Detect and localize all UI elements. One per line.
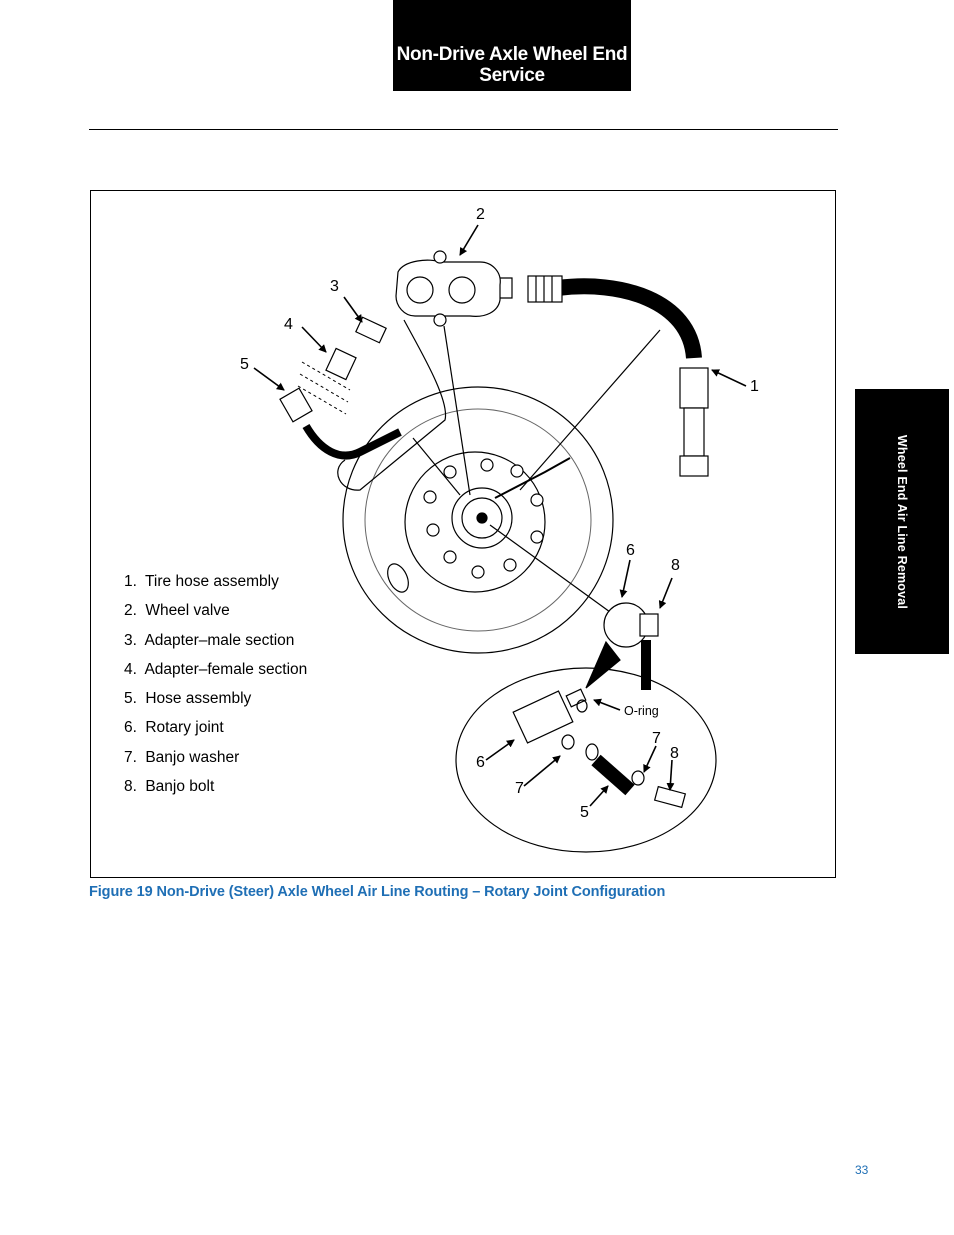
hand-hole [387,563,409,593]
detail-callout-8: 8 [670,745,679,762]
figure-caption: Figure 19 Non-Drive (Steer) Axle Wheel A… [89,884,666,900]
callout-4: 4 [284,316,293,333]
lug-nuts [423,458,544,579]
tire-hose [556,278,702,360]
legend-item: 8. Banjo bolt [124,778,215,796]
callout-5: 5 [240,356,249,373]
oring-label: O-ring [624,704,659,718]
legend-item: 2. Wheel valve [124,602,230,620]
figure-frame [90,190,836,878]
legend-item: 4. Adapter–female section [124,660,308,678]
hub [451,487,513,549]
callout-3: 3 [330,278,339,295]
callout-8: 8 [671,557,680,574]
section-header: Non-Drive Axle Wheel End Service [393,0,631,91]
adapter-female [325,347,357,381]
header-rule [89,129,838,130]
callout-2: 2 [476,206,485,223]
page-number: 33 [855,1163,869,1177]
section-title-line1: Non-Drive Axle Wheel End [396,44,628,65]
detail-callout-5: 5 [580,804,589,821]
side-tab: Wheel End Air Line Removal [855,389,949,654]
adapter-male [355,316,387,344]
legend-item: 7. Banjo washer [124,748,240,766]
detail-callout-7b: 7 [515,780,524,797]
section-title-line2: Service [479,65,545,86]
detail-callout-6: 6 [476,754,485,771]
wheel-rim-outer [342,386,614,654]
hose-assembly [302,423,402,460]
legend-item: 6. Rotary joint [124,719,224,737]
legend-item: 1. Tire hose assembly [124,573,279,590]
wheel-disc [404,451,546,593]
legend-item: 3. Adapter–male section [124,631,295,649]
legend-item: 5. Hose assembly [124,690,252,708]
detail-ellipse [455,667,717,853]
detail-callout-7a: 7 [652,730,661,747]
callout-6: 6 [626,542,635,559]
wheel-rim-inner [364,408,592,632]
callout-1: 1 [750,378,759,395]
figure-legend: 1. Tire hose assembly 2. Wheel valve 3. … [124,570,307,804]
hose-fitting [279,387,313,423]
detail-rotary-joint [512,690,574,744]
